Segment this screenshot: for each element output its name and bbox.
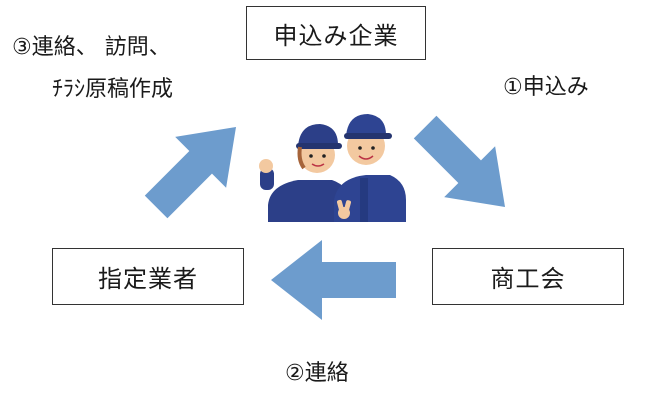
node-chamber-of-commerce: 商工会 bbox=[432, 248, 624, 305]
step3-label-line1: ③連絡、 訪問、 bbox=[12, 35, 171, 60]
step1-label: ①申込み bbox=[503, 75, 589, 100]
arrow-up-right bbox=[144, 126, 237, 219]
node-designated-vendor-label: 指定業者 bbox=[98, 265, 198, 293]
workers-illustration-icon bbox=[259, 114, 406, 222]
step2-label: ②連絡 bbox=[285, 361, 349, 386]
arrow-left bbox=[271, 240, 396, 320]
step3-label-line2: ﾁﾗｼ原稿作成 bbox=[52, 77, 174, 102]
arrow-down-right bbox=[413, 115, 506, 208]
node-designated-vendor: 指定業者 bbox=[52, 248, 244, 305]
node-chamber-of-commerce-label: 商工会 bbox=[490, 265, 566, 293]
node-applicant-company: 申込み企業 bbox=[246, 6, 426, 60]
node-applicant-company-label: 申込み企業 bbox=[273, 21, 399, 50]
